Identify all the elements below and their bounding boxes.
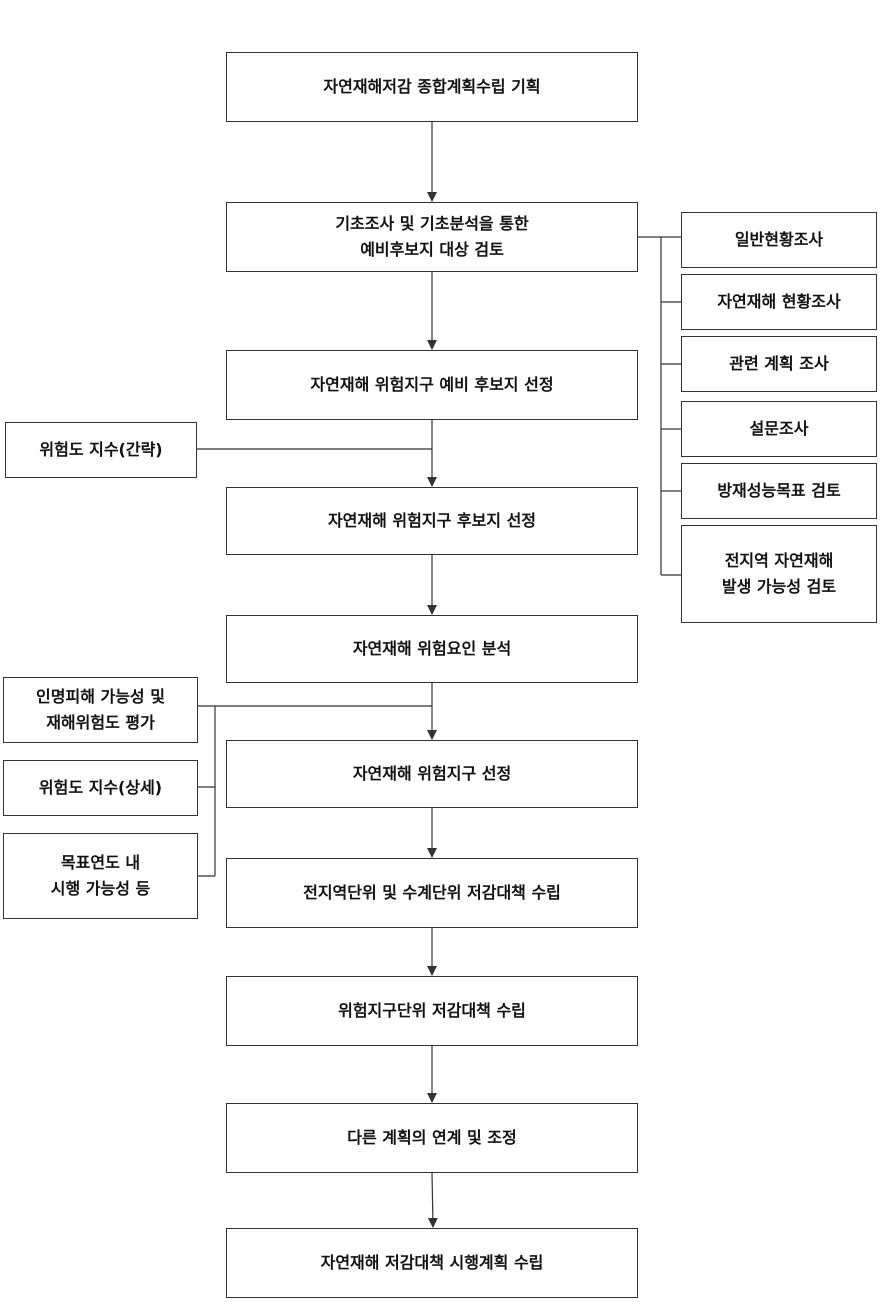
survey-general-status-line-1: 일반현황조사 (734, 230, 824, 250)
input-casualty-assessment-line-2: 재해위험도 평가 (46, 713, 155, 732)
step-regional-measures: 전지역단위 및 수계단위 저감대책 수립 (226, 858, 638, 928)
step-candidate-selection-line-1: 자연재해 위험지구 후보지 선정 (327, 511, 537, 531)
input-risk-index-simple-line-1: 위험도 지수(간략) (39, 440, 163, 460)
step-plan-coordination: 다른 계획의 연계 및 조정 (226, 1103, 638, 1173)
step-preliminary-candidate-line-1: 자연재해 위험지구 예비 후보지 선정 (310, 375, 554, 395)
survey-occurrence-review-line-1: 전지역 자연재해 (724, 551, 834, 571)
survey-questionnaire-line-1: 설문조사 (749, 419, 809, 439)
input-target-year-feasibility: 목표연도 내 시행 가능성 등 (3, 833, 198, 919)
step-planning: 자연재해저감 종합계획수립 기획 (226, 52, 638, 122)
step-candidate-selection: 자연재해 위험지구 후보지 선정 (226, 487, 638, 555)
arrow-9-to-10 (427, 1172, 438, 1228)
step-district-measures: 위험지구단위 저감대책 수립 (226, 976, 638, 1046)
step-district-selection: 자연재해 위험지구 선정 (226, 740, 638, 808)
step-district-selection-line-1: 자연재해 위험지구 선정 (352, 764, 512, 784)
survey-related-plans-line-1: 관련 계획 조사 (729, 354, 829, 374)
step-preliminary-review-line-1: 기초조사 및 기초분석을 통한 (335, 214, 529, 234)
step-planning-line-1: 자연재해저감 종합계획수립 기획 (323, 77, 541, 97)
step-risk-analysis-line-1: 자연재해 위험요인 분석 (352, 639, 512, 659)
step-risk-analysis: 자연재해 위험요인 분석 (226, 615, 638, 683)
survey-related-plans: 관련 계획 조사 (681, 336, 877, 392)
input-target-year-feasibility-line-1: 목표연도 내 (60, 853, 141, 873)
input-casualty-assessment: 인명피해 가능성 및 재해위험도 평가 (3, 677, 198, 743)
survey-disaster-status-line-1: 자연재해 현황조사 (717, 292, 841, 312)
survey-occurrence-review: 전지역 자연재해 발생 가능성 검토 (681, 525, 877, 623)
step-regional-measures-line-1: 전지역단위 및 수계단위 저감대책 수립 (303, 883, 561, 903)
step-preliminary-review: 기초조사 및 기초분석을 통한 예비후보지 대상 검토 (226, 202, 638, 272)
survey-general-status: 일반현황조사 (681, 212, 877, 268)
step-district-measures-line-1: 위험지구단위 저감대책 수립 (338, 1001, 526, 1021)
input-target-year-feasibility-line-2: 시행 가능성 등 (50, 879, 151, 898)
input-risk-index-detailed: 위험도 지수(상세) (3, 760, 198, 816)
step-preliminary-review-line-2: 예비후보지 대상 검토 (360, 240, 504, 259)
survey-questionnaire: 설문조사 (681, 401, 877, 457)
input-casualty-assessment-line-1: 인명피해 가능성 및 (36, 687, 165, 707)
input-risk-index-detailed-line-1: 위험도 지수(상세) (38, 778, 163, 798)
step-preliminary-candidate: 자연재해 위험지구 예비 후보지 선정 (226, 350, 638, 420)
step-implementation-plan-line-1: 자연재해 저감대책 시행계획 수립 (320, 1253, 544, 1273)
input-risk-index-simple: 위험도 지수(간략) (5, 422, 197, 478)
step-plan-coordination-line-1: 다른 계획의 연계 및 조정 (347, 1128, 517, 1148)
survey-performance-target: 방재성능목표 검토 (681, 463, 877, 519)
survey-performance-target-line-1: 방재성능목표 검토 (717, 481, 841, 501)
step-implementation-plan: 자연재해 저감대책 시행계획 수립 (226, 1228, 638, 1298)
survey-occurrence-review-line-2: 발생 가능성 검토 (721, 577, 837, 596)
survey-disaster-status: 자연재해 현황조사 (681, 274, 877, 330)
